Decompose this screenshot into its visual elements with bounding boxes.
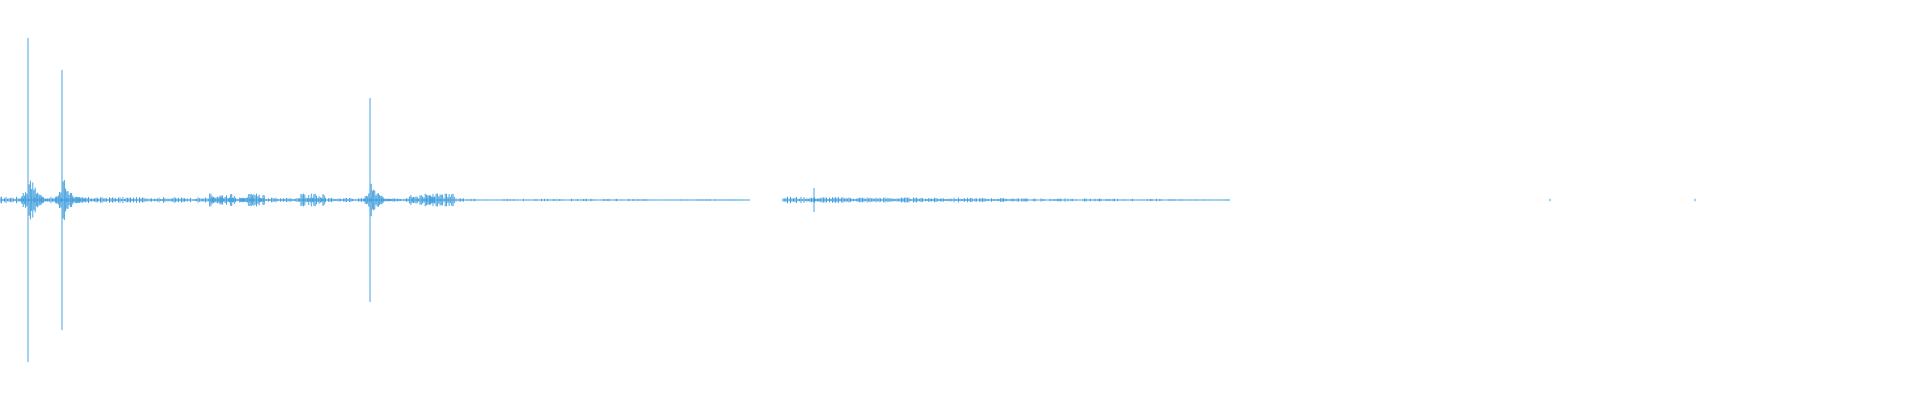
waveform-samples <box>0 38 1696 362</box>
